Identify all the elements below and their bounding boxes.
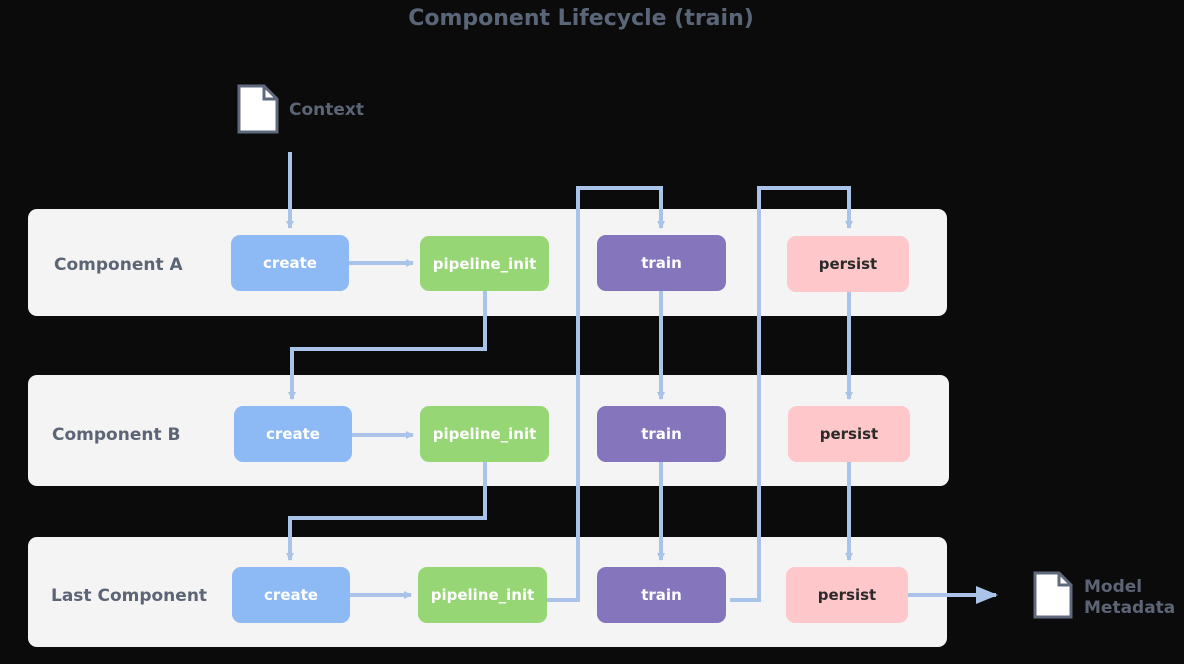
edge-train-last-to-persist-a [730,186,853,602]
node-train-last[interactable]: train [597,567,726,623]
node-persist-a[interactable]: persist [787,236,909,292]
node-persist-b[interactable]: persist [788,406,910,462]
node-train-b[interactable]: train [597,406,726,462]
node-train-a[interactable]: train [597,235,726,291]
diagram-title: Component Lifecycle (train) [408,6,754,31]
row-label-component-b: Component B [52,425,181,445]
node-pipeline-init-a[interactable]: pipeline_init [420,236,549,291]
model-metadata-label: Model Metadata [1084,577,1175,619]
node-create-a[interactable]: create [231,235,349,291]
node-create-last[interactable]: create [232,567,350,623]
context-label: Context [289,100,365,120]
document-icon [1033,571,1073,619]
model-metadata-label-line1: Model [1084,577,1143,597]
edge-pipeline-init-last-to-train-a [547,186,665,602]
edge-pipeline-init-b-to-create-last [286,462,487,561]
row-label-component-a: Component A [54,255,183,275]
node-pipeline-init-b[interactable]: pipeline_init [420,406,549,462]
document-icon [237,84,279,134]
row-label-last-component: Last Component [51,586,208,606]
node-pipeline-init-last[interactable]: pipeline_init [418,567,547,623]
edge-pipeline-init-a-to-create-b [288,291,487,400]
node-persist-last[interactable]: persist [786,567,908,623]
model-metadata-label-line2: Metadata [1084,598,1176,618]
node-create-b[interactable]: create [234,406,352,462]
